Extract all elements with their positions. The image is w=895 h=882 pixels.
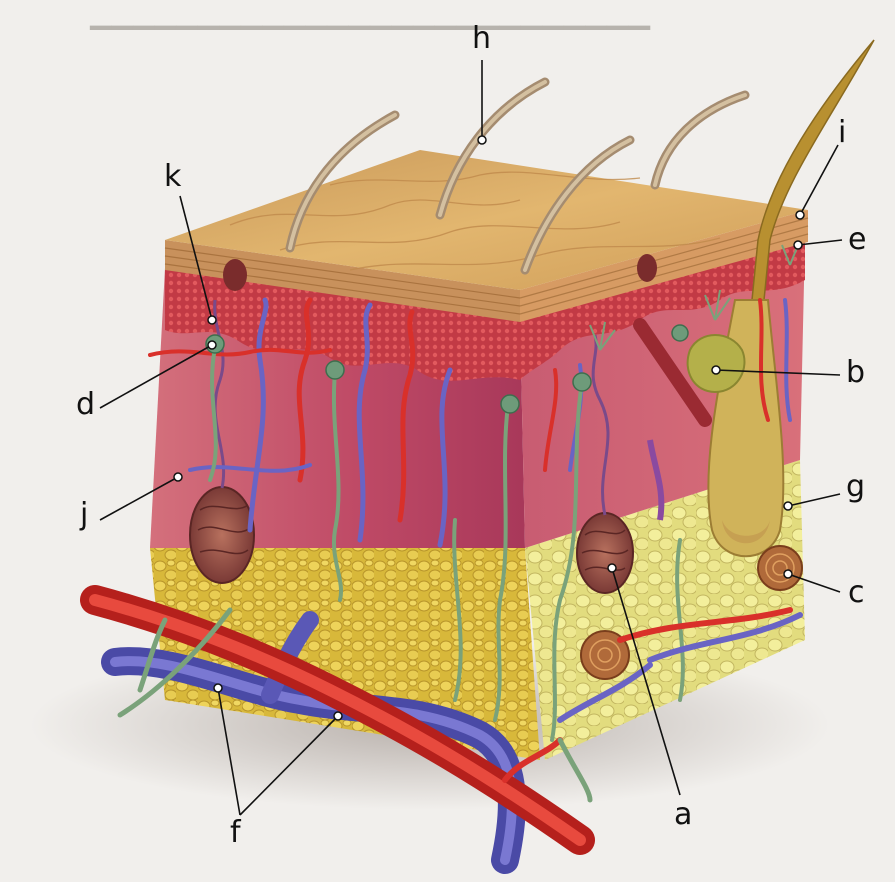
pore [223, 259, 247, 291]
sweat-gland-left [190, 487, 254, 583]
label-g: g [846, 472, 865, 502]
pacinian-corpuscle-c [758, 546, 802, 590]
label-k: k [164, 162, 181, 192]
pore [637, 254, 657, 282]
sebaceous-gland [688, 335, 745, 392]
label-a: a [674, 800, 692, 830]
label-i: i [838, 118, 846, 148]
label-f: f [230, 818, 241, 848]
label-j: j [80, 500, 88, 530]
label-e: e [848, 225, 866, 255]
label-b: b [846, 358, 865, 388]
label-c: c [848, 578, 865, 608]
label-d: d [76, 390, 95, 420]
label-h: h [472, 24, 491, 54]
sweat-gland-a [577, 513, 633, 593]
